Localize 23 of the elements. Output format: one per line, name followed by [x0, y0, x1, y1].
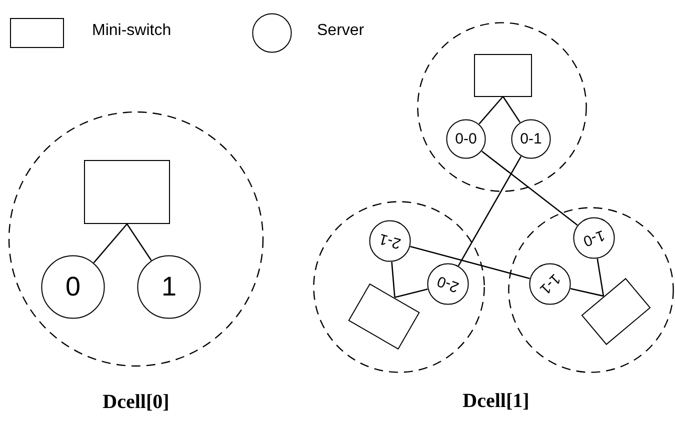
link-line: [394, 288, 428, 298]
link-line: [596, 258, 604, 296]
cell-label: Dcell[0]: [102, 391, 170, 413]
link-line: [126, 224, 152, 261]
link-line: [458, 156, 522, 266]
legend-label: Server: [317, 22, 364, 40]
legend-label: Mini-switch: [92, 22, 172, 40]
server-label: 0-0: [455, 130, 477, 148]
link-line: [481, 150, 578, 226]
server-label: 1-1: [536, 270, 564, 298]
link-line: [570, 288, 604, 297]
link-line: [502, 96, 521, 123]
server-label: 1: [161, 272, 177, 302]
link-line: [93, 224, 128, 264]
server-label: 0: [65, 272, 81, 302]
link-line: [391, 262, 396, 298]
server-label: 2-1: [377, 230, 403, 252]
server-label: 2-0: [434, 272, 462, 296]
server-label: 0-1: [520, 130, 542, 148]
link-line: [478, 96, 504, 124]
cell-label: Dcell[1]: [462, 390, 530, 412]
link-line: [410, 246, 530, 280]
server-label: 1-0: [580, 226, 608, 250]
